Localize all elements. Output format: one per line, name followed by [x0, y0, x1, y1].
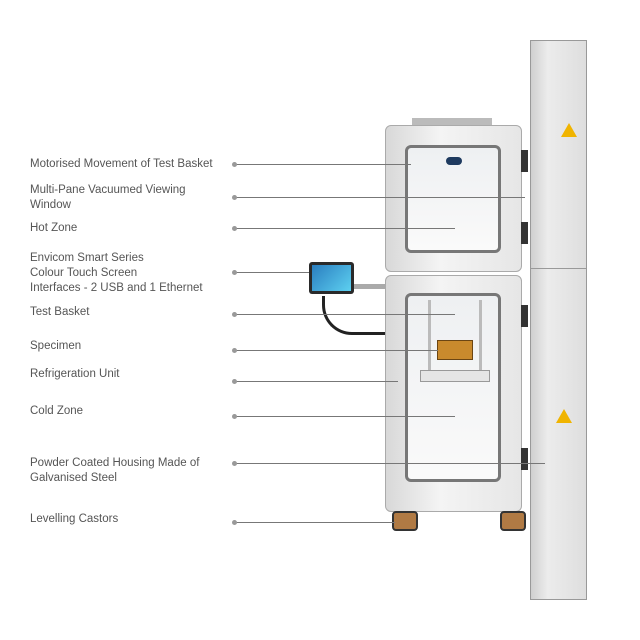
- caster: [392, 511, 418, 531]
- leader-line: [232, 162, 411, 167]
- hinge: [521, 222, 528, 244]
- screen-arm: [354, 284, 386, 289]
- leader-line: [232, 379, 398, 384]
- touch-screen: [309, 262, 354, 294]
- label-motorised-movement: Motorised Movement of Test Basket: [30, 158, 213, 170]
- cold-zone-window: [405, 293, 501, 482]
- leader-line: [232, 348, 438, 353]
- warning-icon: [556, 409, 572, 423]
- test-basket-frame: [428, 300, 482, 380]
- label-hot-zone: Hot Zone: [30, 222, 78, 234]
- leader-line: [232, 312, 455, 317]
- label-castors: Levelling Castors: [30, 513, 119, 525]
- leader-line: [232, 520, 395, 525]
- leader-line: [232, 195, 525, 200]
- label-specimen: Specimen: [30, 340, 82, 352]
- leader-line: [232, 461, 545, 466]
- leader-line: [232, 226, 455, 231]
- screen-cable: [322, 296, 385, 335]
- label-refrigeration-unit: Refrigeration Unit: [30, 368, 120, 380]
- top-plate: [412, 118, 492, 125]
- hinge: [521, 448, 528, 470]
- upper-door: [530, 40, 587, 270]
- leader-line: [232, 270, 309, 275]
- label-cold-zone: Cold Zone: [30, 405, 84, 417]
- basket-tray: [420, 370, 490, 382]
- label-touch-screen: Envicom Smart Series Colour Touch Screen…: [30, 252, 203, 294]
- label-housing: Powder Coated Housing Made of Galvanised…: [30, 457, 200, 484]
- hinge: [521, 150, 528, 172]
- label-viewing-window: Multi-Pane Vacuumed Viewing Window: [30, 184, 186, 211]
- leader-line: [232, 414, 455, 419]
- warning-icon: [561, 123, 577, 137]
- lower-door: [530, 268, 587, 600]
- basket-motor: [446, 157, 462, 165]
- hinge: [521, 305, 528, 327]
- caster: [500, 511, 526, 531]
- specimen: [437, 340, 473, 360]
- label-test-basket: Test Basket: [30, 306, 90, 318]
